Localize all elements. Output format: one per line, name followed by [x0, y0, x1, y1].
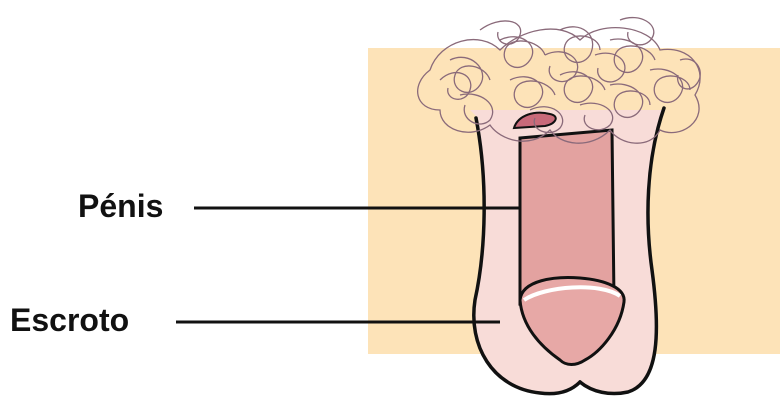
scrotum-label: Escroto [10, 304, 129, 336]
penis-label: Pénis [78, 190, 163, 222]
